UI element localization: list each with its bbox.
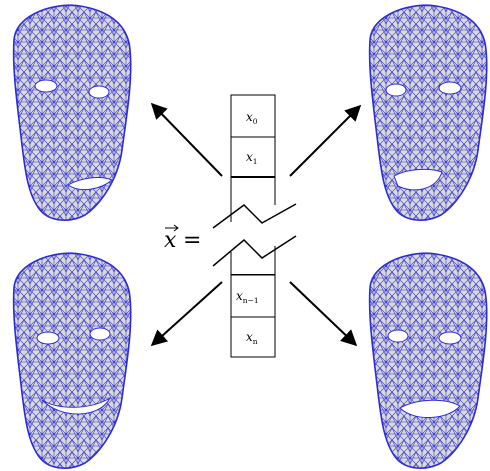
face-mesh-top-left [12, 4, 132, 221]
vector-symbol: x = [164, 224, 201, 253]
entry-label-x0: x0 [246, 110, 258, 126]
vector-break-lower [212, 235, 297, 267]
left-eye-hole [36, 331, 60, 345]
left-eye-hole [385, 83, 407, 97]
left-eye-hole [387, 329, 409, 343]
vector-variable: x [164, 228, 177, 253]
arrow-to-top-right [289, 104, 362, 177]
face-mesh-top-right [368, 4, 488, 221]
right-eye-hole [438, 81, 462, 95]
mouth-hole [67, 177, 113, 191]
mouth-hole [393, 168, 443, 191]
entry-label-xn: xn [246, 330, 258, 346]
vector-cell-xn [230, 316, 276, 358]
equals-sign: = [183, 228, 201, 253]
mouth-hole [399, 399, 461, 419]
right-eye-hole [88, 85, 110, 99]
arrow-to-top-left [150, 102, 223, 177]
vector-break-upper [212, 203, 297, 229]
right-eye-hole [438, 331, 462, 345]
entry-label-x1: x1 [246, 150, 258, 166]
arrow-to-bottom-right [289, 281, 358, 347]
right-eye-hole [89, 327, 111, 341]
face-mesh-bottom-right [368, 252, 488, 469]
mouth-hole [41, 396, 112, 415]
face-mesh-bottom-left [12, 252, 132, 469]
vector-cell-x0 [230, 94, 276, 138]
entry-label-xn-1: xn−1 [236, 289, 259, 305]
vector-cell-xn-1 [230, 274, 276, 318]
left-eye-hole [34, 79, 58, 93]
arrow-to-bottom-left [150, 281, 223, 347]
vector-column [212, 94, 297, 358]
